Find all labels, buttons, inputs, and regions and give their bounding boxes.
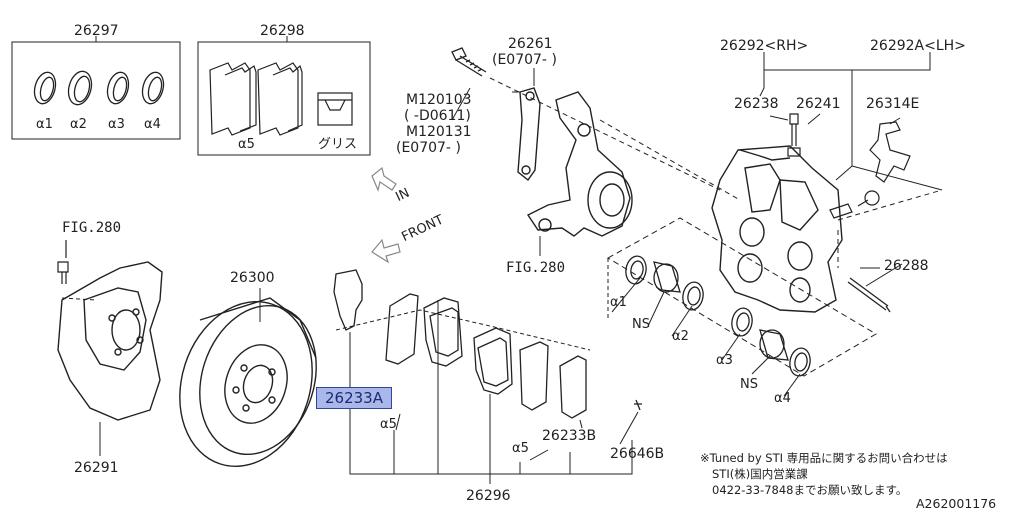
fig280-label-left: FIG.280 — [62, 220, 121, 236]
bleeder-drawing — [787, 113, 801, 157]
caliper-a2: α2 — [672, 329, 689, 344]
kit-a5-right: α5 — [512, 441, 529, 456]
kit-a5-mid: α5 — [380, 417, 397, 432]
seal-kit-rings — [33, 70, 165, 106]
front-direction-label: FRONT — [399, 213, 446, 245]
label-26261: 26261 — [508, 36, 553, 52]
diagram-id: A262001176 — [916, 496, 997, 511]
pad-spring-drawing — [869, 121, 911, 183]
label-26646b: 26646B — [610, 446, 664, 462]
direction-arrows — [371, 166, 401, 264]
bolt-drawing — [451, 47, 487, 77]
label-26291: 26291 — [74, 460, 119, 476]
kit-a1: α1 — [36, 117, 53, 132]
bolt-code-2: ( -D0611) — [404, 108, 471, 124]
label-26314e: 26314E — [866, 96, 919, 112]
kit-a2: α2 — [70, 117, 87, 132]
caliper-drawing — [711, 145, 843, 313]
ns-label-1: NS — [632, 317, 650, 332]
note-line-2: STI(株)国内営業課 — [712, 467, 808, 481]
label-26288: 26288 — [884, 258, 929, 274]
bolt-code-3: M120131 — [406, 124, 472, 140]
knuckle-drawing — [517, 87, 633, 237]
bolt-code-4: (E0707- ) — [396, 140, 461, 156]
label-26300: 26300 — [230, 270, 275, 286]
label-26292: 26292<RH> — [720, 38, 808, 54]
label-26298: 26298 — [260, 23, 305, 39]
grease-label: グリス — [318, 137, 357, 152]
label-26238: 26238 — [734, 96, 779, 112]
caliper-a1: α1 — [610, 295, 627, 310]
piston-seal-set — [625, 255, 811, 377]
brake-pads — [333, 269, 642, 419]
fig280-label-knuckle: FIG.280 — [506, 260, 565, 276]
shim-kit-box — [197, 41, 371, 156]
in-direction-label: IN — [393, 186, 412, 205]
shim-kit-shims — [209, 62, 353, 136]
label-26233b: 26233B — [542, 428, 596, 444]
caliper-a3: α3 — [716, 353, 733, 368]
label-26241: 26241 — [796, 96, 841, 112]
label-26292a: 26292A<LH> — [870, 38, 966, 54]
dust-cover-drawing — [57, 261, 163, 421]
kit-a4: α4 — [144, 117, 161, 132]
bolt-code-1: M120103 — [406, 92, 472, 108]
kit-a5: α5 — [238, 137, 255, 152]
ns-label-2: NS — [740, 377, 758, 392]
caliper-a4: α4 — [774, 391, 791, 406]
highlighted-part-26233a[interactable]: 26233A — [316, 387, 392, 409]
note-line-1: ※Tuned by STI 専用品に関するお問い合わせは — [700, 451, 948, 465]
kit-a3: α3 — [108, 117, 125, 132]
label-26296: 26296 — [466, 488, 511, 504]
label-26297: 26297 — [74, 23, 119, 39]
rotor-drawing — [179, 297, 317, 468]
note-line-3: 0422-33-7848までお願い致します。 — [712, 483, 908, 497]
pin-drawing — [847, 277, 891, 313]
label-26261-code: (E0707- ) — [492, 52, 557, 68]
